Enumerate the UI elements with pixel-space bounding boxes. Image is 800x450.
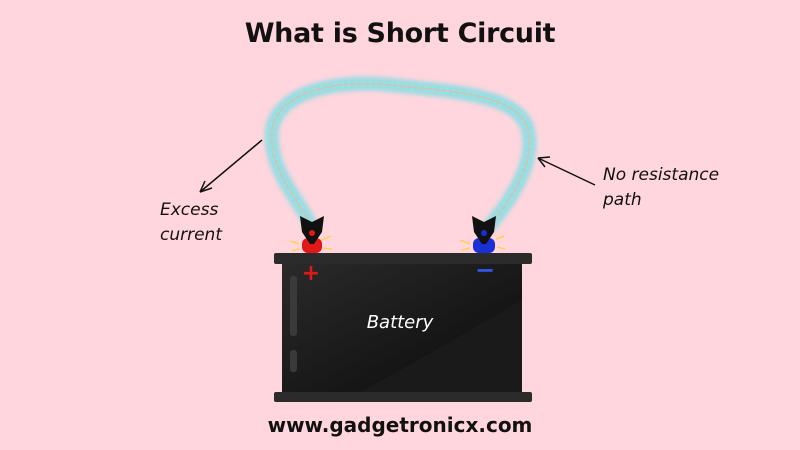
excess-current-line-1: Excess (160, 200, 219, 220)
no-resistance-line-1: No resistance (603, 165, 720, 185)
positive-terminal (289, 216, 333, 253)
negative-terminal (459, 216, 506, 253)
no-resistance-line-2: path (603, 190, 642, 210)
arrow-excess-current (199, 139, 263, 193)
website-url: www.gadgetronicx.com (267, 413, 533, 437)
arrow-no-resistance (537, 156, 596, 186)
excess-current-line-2: current (160, 225, 222, 245)
wire (270, 82, 531, 229)
positive-sign: + (302, 261, 320, 286)
no-resistance-label: No resistance path (603, 163, 719, 213)
wire-glow (264, 76, 537, 233)
battery-label: Battery (366, 312, 434, 333)
negative-sign: − (475, 256, 495, 284)
excess-current-label: Excess current (160, 198, 222, 248)
battery (274, 253, 532, 402)
diagram-title: What is Short Circuit (244, 18, 556, 49)
